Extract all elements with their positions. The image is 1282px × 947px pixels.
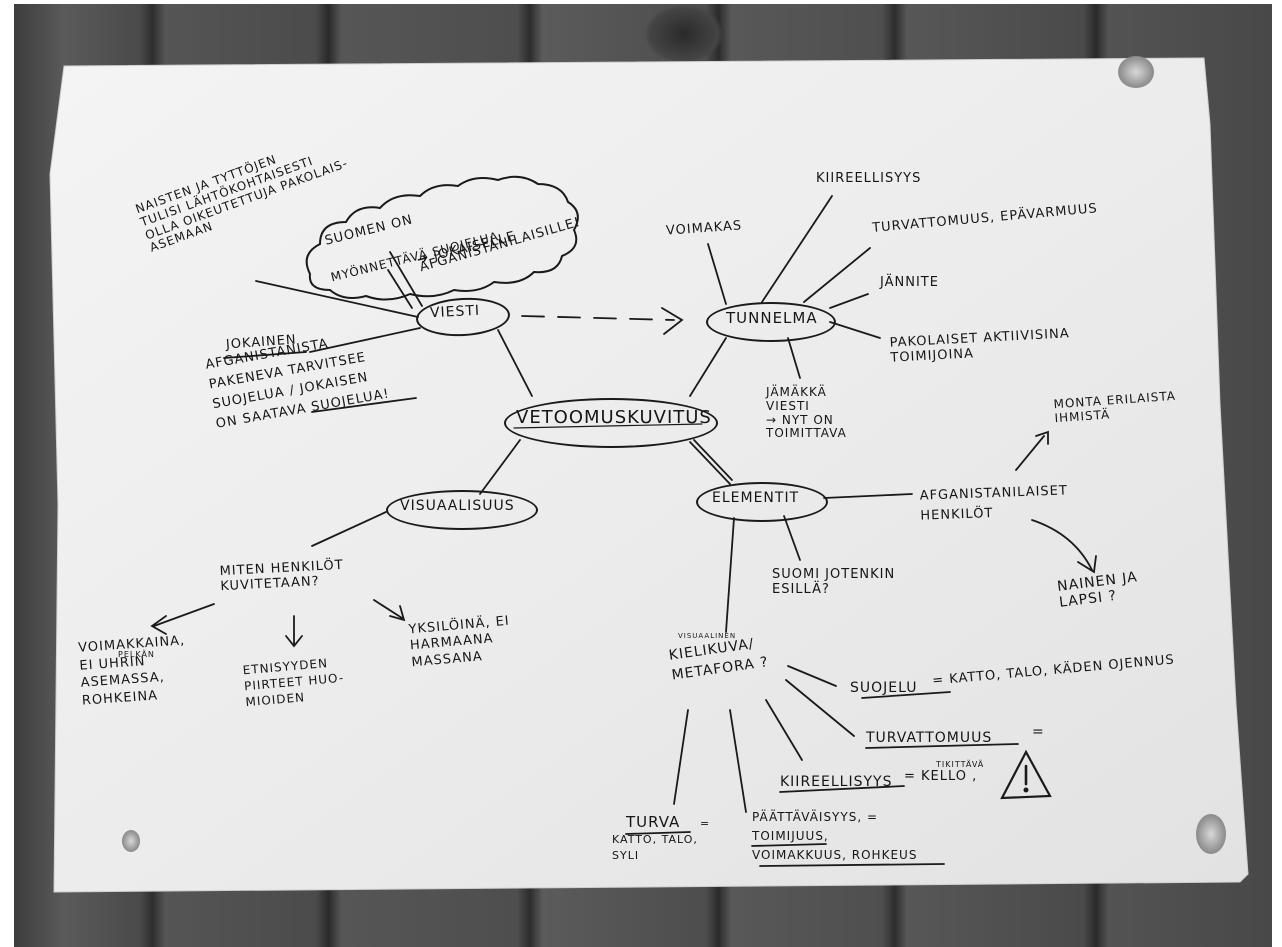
node-visuaalisuus bbox=[386, 490, 538, 530]
node-center bbox=[504, 398, 718, 448]
kiireellisyys-rest: = KELLO , bbox=[904, 769, 978, 784]
etnisyyden-note: ETNISYYDEN PIIRTEET HUO- MIOIDEN bbox=[242, 656, 345, 710]
photo-background: VIESTI TUNNELMA VETOOMUSKUVITUS VISUAALI… bbox=[14, 4, 1272, 947]
turva-label: TURVA bbox=[626, 813, 681, 831]
nail-bottom-left bbox=[122, 830, 140, 852]
node-visuaalisuus-label: VISUAALISUUS bbox=[400, 498, 515, 514]
paattavaisyys-note: PÄÄTTÄVÄISYYS, = TOIMIJUUS, VOIMAKKUUS, … bbox=[752, 810, 918, 863]
voimakkaina-note: VOIMAKKAINA, EI UHRIN ASEMASSA, ROHKEINA bbox=[77, 633, 186, 709]
suomi-note: SUOMI JOTENKIN ESILLÄ? bbox=[772, 567, 896, 597]
afganistanilaiset-note: AFGANISTANILAISET HENKILÖT bbox=[919, 483, 1069, 524]
turvattomuus-rest: = bbox=[1032, 724, 1045, 740]
node-elementit bbox=[696, 482, 828, 522]
turva-rest: = KATTO, TALO, SYLI bbox=[612, 817, 711, 862]
tikittava-note: TIKITTÄVÄ bbox=[936, 760, 985, 769]
wood-knot bbox=[644, 4, 724, 64]
yksiloina-note: YKSILÖINÄ, EI HARMAANA MASSANA bbox=[408, 613, 511, 670]
node-tunnelma-label: TUNNELMA bbox=[726, 309, 818, 327]
center-label: VETOOMUSKUVITUS bbox=[516, 407, 712, 428]
suojelu-label: SUOJELU bbox=[850, 680, 918, 696]
node-viesti-label: VIESTI bbox=[429, 302, 481, 322]
nail-bottom-right bbox=[1196, 814, 1226, 854]
nail-top-right bbox=[1118, 56, 1154, 88]
kiireellisyys-note: KIIREELLISYYS bbox=[816, 171, 922, 186]
node-tunnelma bbox=[706, 302, 836, 342]
kiireellisyys-label: KIIREELLISYYS bbox=[780, 774, 893, 790]
jannite-note: JÄNNITE bbox=[880, 275, 939, 290]
turvattomuus-label: TURVATTOMUUS bbox=[866, 730, 993, 746]
jamakka-note: JÄMÄKKÄ VIESTI → NYT ON TOIMITTAVA bbox=[766, 385, 847, 441]
paper-sheet bbox=[49, 57, 1249, 893]
pelkan-note: PELKÄN bbox=[118, 650, 155, 659]
node-elementit-label: ELEMENTIT bbox=[712, 490, 800, 506]
visuaalinen-note: VISUAALINEN bbox=[678, 632, 737, 640]
